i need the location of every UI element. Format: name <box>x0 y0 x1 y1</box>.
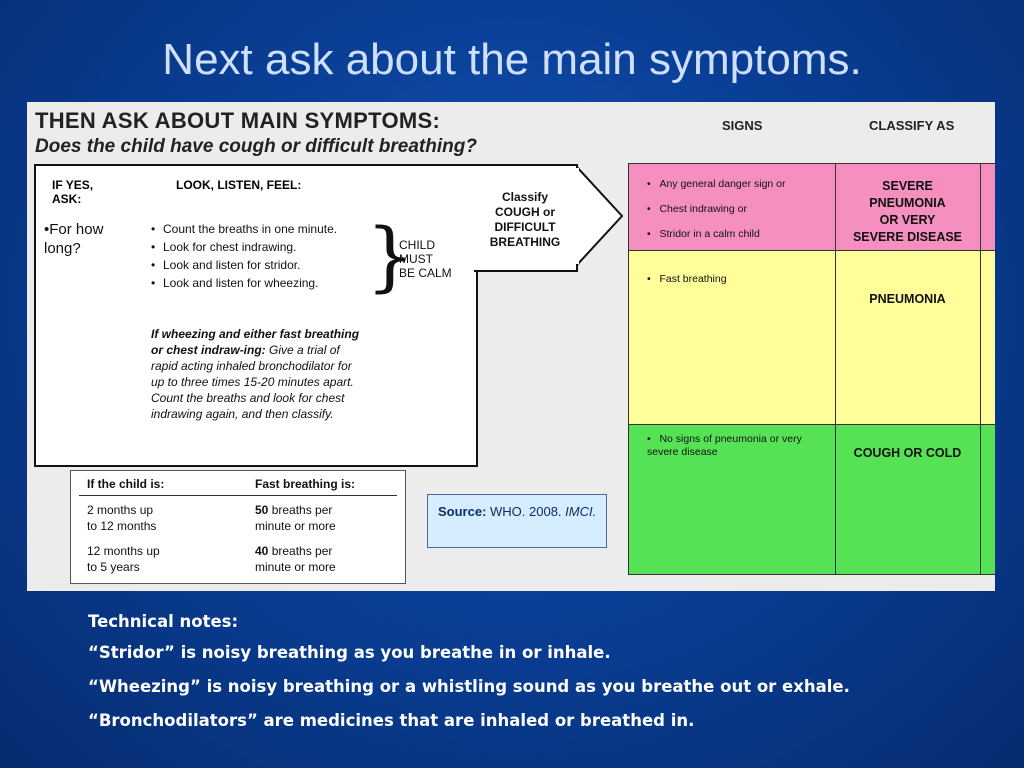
calm-line: BE CALM <box>399 266 452 280</box>
age-line: to 12 months <box>87 519 157 533</box>
classify-cough-label: Classify COUGH or DIFFICULT BREATHING <box>474 190 576 250</box>
wheezing-action: Give a trial of rapid acting inhaled bro… <box>151 343 354 421</box>
classify-column-header: CLASSIFY AS <box>869 118 955 133</box>
wheezing-instruction: If wheezing and either fast breathing or… <box>151 326 361 422</box>
table-divider <box>79 495 397 496</box>
sign-item: • Stridor in a calm child <box>647 228 760 240</box>
assessment-box: IF YES, ASK: LOOK, LISTEN, FEEL: •For ho… <box>34 164 478 467</box>
check-item: Look for chest indrawing. <box>151 240 337 254</box>
table-row-rate: 50 breaths per minute or more <box>255 502 336 534</box>
slide-title: Next ask about the main symptoms. <box>162 35 862 84</box>
classify-line: DIFFICULT <box>494 220 556 234</box>
table-row-age: 12 months up to 5 years <box>87 543 160 575</box>
chart-heading: THEN ASK ABOUT MAIN SYMPTOMS: <box>35 108 441 133</box>
signs-column-header: SIGNS <box>722 118 763 133</box>
note-item: “Bronchodilators” are medicines that are… <box>88 711 695 730</box>
table-row-age: 2 months up to 12 months <box>87 502 156 534</box>
classification-cell-severe: SEVERE PNEUMONIA OR VERY SEVERE DISEASE <box>835 163 981 251</box>
source-label: Source: <box>438 504 487 519</box>
look-listen-feel-label: LOOK, LISTEN, FEEL: <box>176 178 302 192</box>
ask-line: ASK: <box>52 192 82 206</box>
check-list: Count the breaths in one minute. Look fo… <box>151 222 337 294</box>
table-row-rate: 40 breaths per minute or more <box>255 543 336 575</box>
fast-breathing-table: If the child is: Fast breathing is: 2 mo… <box>70 470 406 584</box>
sign-item: • Fast breathing <box>647 273 727 285</box>
calm-line: CHILD <box>399 238 436 252</box>
classify-line: COUGH or <box>495 205 555 219</box>
sign-item: • No signs of pneumonia or very severe d… <box>647 433 802 458</box>
calm-line: MUST <box>399 252 433 266</box>
sign-item: • Chest indrawing or <box>647 203 747 215</box>
rate-line: minute or more <box>255 560 336 574</box>
child-calm-note: CHILD MUST BE CALM <box>399 238 452 280</box>
check-item: Count the breaths in one minute. <box>151 222 337 236</box>
check-item: Look and listen for wheezing. <box>151 276 337 290</box>
wheezing-condition: If wheezing and either fast breathing or… <box>151 327 360 357</box>
curly-brace-icon: } <box>366 211 415 300</box>
note-item: “Wheezing” is noisy breathing or a whist… <box>88 677 850 696</box>
age-line: 2 months up <box>87 503 154 517</box>
classification-label: PNEUMONIA <box>869 292 946 306</box>
treatment-cell-pneumonia <box>980 250 995 425</box>
classification-cell-pneumonia: PNEUMONIA <box>835 250 981 425</box>
classification-label: COUGH OR COLD <box>853 446 962 460</box>
classification-label: SEVERE PNEUMONIA OR VERY SEVERE DISEASE <box>852 179 963 244</box>
rate-unit: breaths per <box>268 544 333 558</box>
signs-cell-severe: • Any general danger sign or • Chest ind… <box>628 163 836 251</box>
source-text: Source: WHO. 2008. IMCI. <box>438 503 596 520</box>
source-title: IMCI. <box>565 504 597 519</box>
rate-line: minute or more <box>255 519 336 533</box>
check-item: Look and listen for stridor. <box>151 258 337 272</box>
signs-list: • Any general danger sign or • Chest ind… <box>647 172 786 247</box>
signs-cell-cough-cold: • No signs of pneumonia or very severe d… <box>628 424 836 575</box>
technical-notes: Technical notes: “Stridor” is noisy brea… <box>88 610 948 743</box>
rate-value: 50 <box>255 503 269 517</box>
rate-value: 40 <box>255 544 269 558</box>
imci-chart: THEN ASK ABOUT MAIN SYMPTOMS: Does the c… <box>27 102 995 591</box>
age-line: 12 months up <box>87 544 160 558</box>
arrow-right-icon <box>576 164 624 268</box>
sign-item: • Any general danger sign or <box>647 178 786 190</box>
notes-heading: Technical notes: <box>88 612 239 631</box>
source-citation: WHO. 2008. <box>486 504 566 519</box>
classify-line: BREATHING <box>489 235 561 249</box>
rate-unit: breaths per <box>268 503 333 517</box>
table-header-rate: Fast breathing is: <box>255 477 356 491</box>
if-yes-line: IF YES, <box>52 178 94 192</box>
table-header-age: If the child is: <box>87 477 165 491</box>
classification-cell-cough-cold: COUGH OR COLD <box>835 424 981 575</box>
chart-question: Does the child have cough or difficult b… <box>35 136 477 157</box>
ask-how-long: •For how long? <box>44 221 104 257</box>
source-callout: Source: WHO. 2008. IMCI. <box>427 494 607 548</box>
if-yes-label: IF YES, ASK: <box>52 178 93 206</box>
age-line: to 5 years <box>87 560 140 574</box>
classify-line: Classify <box>501 190 549 204</box>
note-item: “Stridor” is noisy breathing as you brea… <box>88 643 611 662</box>
signs-cell-pneumonia: • Fast breathing <box>628 250 836 425</box>
treatment-cell-cough-cold <box>980 424 995 575</box>
classify-cough-box: Classify COUGH or DIFFICULT BREATHING <box>474 164 578 272</box>
treatment-cell-severe <box>980 163 995 251</box>
